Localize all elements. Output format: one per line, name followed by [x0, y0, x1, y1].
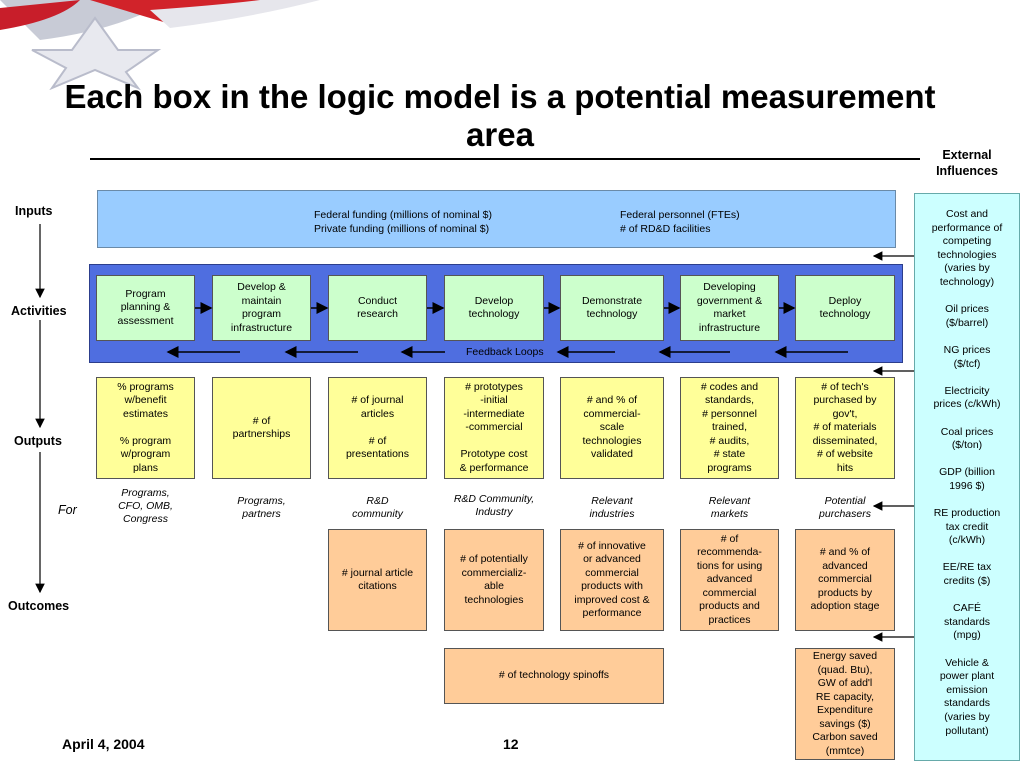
output-prototypes: # prototypes -initial -intermediate -com… — [444, 377, 544, 479]
activity-program-planning: Program planning & assessment — [96, 275, 195, 341]
outcome-energy-saved: Energy saved (quad. Btu), GW of add'l RE… — [795, 648, 895, 760]
activity-develop-technology: Develop technology — [444, 275, 544, 341]
feedback-loops-label: Feedback Loops — [466, 346, 544, 358]
outcome-adoption-stage: # and % of advanced commercial products … — [795, 529, 895, 631]
ext-gdp: GDP (billion 1996 $) — [939, 466, 995, 492]
audience-relevant-industries: Relevant industries — [589, 495, 635, 520]
ext-oil-prices: Oil prices ($/barrel) — [945, 303, 989, 329]
inputs-funding-text: Federal funding (millions of nominal $) … — [314, 209, 493, 235]
activity-deploy-technology: Deploy technology — [795, 275, 895, 341]
audience-programs-cfo: Programs, CFO, OMB, Congress — [118, 487, 173, 525]
activity-market-infrastructure: Developing government & market infrastru… — [680, 275, 779, 341]
activities-label: Activities — [11, 304, 67, 318]
output-program-estimates: % programs w/benefit estimates % program… — [96, 377, 195, 479]
external-influences-header: External Influences — [936, 148, 998, 178]
ext-competing-tech: Cost and performance of competing techno… — [931, 208, 1003, 288]
output-technologies-validated: # and % of commercial- scale technologie… — [560, 377, 664, 479]
audience-programs-partners: Programs, partners — [237, 495, 286, 520]
star-logo-icon — [0, 0, 320, 90]
outcome-journal-citations: # journal article citations — [328, 529, 427, 631]
ext-cafe-standards: CAFÉ standards (mpg) — [943, 602, 991, 642]
audience-rd-industry: R&D Community, Industry — [453, 493, 535, 518]
activity-conduct-research: Conduct research — [328, 275, 427, 341]
ext-coal-prices: Coal prices ($/ton) — [940, 425, 994, 452]
ext-electricity-prices: Electricity prices (c/kWh) — [933, 384, 1001, 411]
page-title: Each box in the logic model is a potenti… — [64, 78, 936, 153]
audience-potential-purchasers: Potential purchasers — [819, 495, 871, 520]
inputs-label: Inputs — [15, 204, 53, 218]
output-partnerships: # of partnerships — [212, 377, 311, 479]
outcome-technology-spinoffs: # of technology spinoffs — [444, 648, 664, 704]
external-influences-box: Cost and performance of competing techno… — [914, 193, 1020, 761]
output-journal-articles: # of journal articles # of presentations — [328, 377, 427, 479]
page-number: 12 — [503, 736, 519, 752]
ext-re-tax-credit: RE production tax credit (c/kWh) — [933, 507, 1001, 547]
audience-rd-community: R&D community — [352, 495, 403, 520]
output-tech-purchased: # of tech's purchased by gov't, # of mat… — [795, 377, 895, 479]
outcome-commercializable-tech: # of potentially commercializ- able tech… — [444, 529, 544, 631]
footer-date: April 4, 2004 — [62, 736, 145, 752]
for-label: For — [58, 503, 77, 517]
inputs-box — [97, 190, 896, 248]
outputs-label: Outputs — [14, 434, 62, 448]
activity-demonstrate-technology: Demonstrate technology — [560, 275, 664, 341]
activity-develop-infrastructure: Develop & maintain program infrastructur… — [212, 275, 311, 341]
ext-ee-re-tax-credits: EE/RE tax credits ($) — [942, 561, 992, 588]
inputs-personnel-text: Federal personnel (FTEs) # of RD&D facil… — [620, 209, 740, 235]
ext-emission-standards: Vehicle & power plant emission standards… — [939, 656, 995, 737]
audience-relevant-markets: Relevant markets — [708, 495, 751, 520]
output-codes-standards: # codes and standards, # personnel train… — [680, 377, 779, 479]
ext-ng-prices: NG prices ($/tcf) — [943, 343, 991, 370]
outcomes-label: Outcomes — [8, 599, 70, 613]
title-divider — [90, 158, 920, 160]
outcome-recommendations: # of recommenda- tions for using advance… — [680, 529, 779, 631]
outcome-innovative-products: # of innovative or advanced commercial p… — [560, 529, 664, 631]
